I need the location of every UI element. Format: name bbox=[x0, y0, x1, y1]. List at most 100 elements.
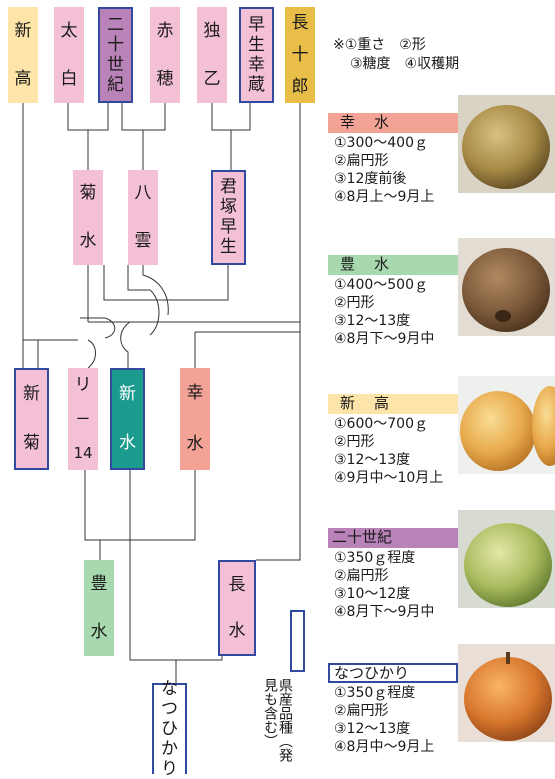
char: 乙 bbox=[203, 68, 221, 89]
char: 君 bbox=[220, 177, 237, 197]
char: 水 bbox=[186, 434, 204, 454]
char: 水 bbox=[79, 230, 97, 251]
pear-photo-icon bbox=[458, 644, 555, 742]
prop-harvest: ④8月下〜9月中 bbox=[334, 604, 435, 620]
char: 生 bbox=[220, 237, 237, 257]
prop-shape: ②円形 bbox=[334, 434, 375, 450]
char: 塚 bbox=[220, 197, 237, 217]
notes-line-2: ③糖度 ④収穫期 bbox=[350, 56, 460, 72]
char: 早 bbox=[248, 14, 265, 35]
prop-sugar: ③12度前後 bbox=[334, 171, 407, 187]
prop-shape: ②扁円形 bbox=[334, 703, 389, 719]
char: リ bbox=[74, 375, 92, 396]
char: 新 bbox=[23, 384, 40, 404]
char: 白 bbox=[60, 68, 78, 89]
prop-harvest: ④9月中〜10月上 bbox=[334, 470, 444, 486]
char: 十 bbox=[107, 34, 124, 55]
char: 高 bbox=[14, 68, 32, 89]
prop-weight: ①350ｇ程度 bbox=[334, 685, 416, 701]
node-natsuhikari: な つ ひ か り bbox=[152, 679, 187, 778]
node-doitsu: 独 乙 bbox=[197, 7, 227, 103]
char: 幸 bbox=[248, 54, 265, 75]
variety-name-shintaka: 新 高 bbox=[328, 394, 458, 414]
pear-photo-icon bbox=[458, 376, 555, 474]
node-kosui: 幸 水 bbox=[180, 368, 210, 470]
char: り bbox=[161, 759, 178, 779]
char: 水 bbox=[119, 433, 136, 453]
prop-shape: ②扁円形 bbox=[334, 568, 389, 584]
prop-shape: ②扁円形 bbox=[334, 153, 389, 169]
pear-photo-icon bbox=[458, 95, 555, 193]
char: 菊 bbox=[79, 183, 97, 204]
char: ひ bbox=[161, 719, 178, 739]
variety-name-natsuhikari: なつひかり bbox=[328, 663, 458, 683]
node-akaho: 赤 穂 bbox=[150, 7, 180, 103]
node-kikusui: 菊 水 bbox=[73, 170, 103, 265]
node-kimizuka-wase: 君 塚 早 生 bbox=[211, 170, 246, 265]
legend-text: 県産品種（発見も含む） bbox=[262, 678, 293, 762]
node-wase-kozo: 早 生 幸 蔵 bbox=[239, 7, 274, 103]
char: 郎 bbox=[291, 76, 309, 97]
char: 幸 bbox=[186, 383, 204, 403]
variety-name-kosui: 幸 水 bbox=[328, 113, 458, 133]
variety-name-nijisseiki: 二十世紀 bbox=[328, 528, 458, 548]
node-chojuro: 長 十 郎 bbox=[285, 7, 315, 103]
variety-name-hosui: 豊 水 bbox=[328, 255, 458, 275]
char: 穂 bbox=[156, 68, 174, 89]
node-hosui: 豊 水 bbox=[84, 560, 114, 656]
char: 二 bbox=[107, 14, 124, 35]
char: 八 bbox=[134, 183, 152, 204]
node-taihaku: 太 白 bbox=[54, 7, 84, 103]
variety-props-hosui: ①400〜500ｇ ②円形 ③12〜13度 ④8月下〜9月中 bbox=[334, 276, 434, 348]
variety-props-nijisseiki: ①350ｇ程度 ②扁円形 ③10〜12度 ④8月下〜9月中 bbox=[334, 549, 434, 621]
prop-shape: ②円形 bbox=[334, 295, 375, 311]
char: ー bbox=[76, 411, 90, 428]
prop-sugar: ③12〜13度 bbox=[334, 313, 411, 329]
char: 長 bbox=[291, 12, 309, 33]
char: 水 bbox=[228, 620, 246, 641]
node-shinkiku: 新 菊 bbox=[14, 368, 49, 470]
char: 蔵 bbox=[248, 74, 265, 95]
prop-weight: ①400〜500ｇ bbox=[334, 277, 428, 293]
legend-swatch bbox=[290, 610, 305, 672]
prop-harvest: ④8月中〜9月上 bbox=[334, 739, 435, 755]
node-ri-14: リ ー 14 bbox=[68, 368, 98, 470]
node-nijisseiki: 二 十 世 紀 bbox=[98, 7, 133, 103]
node-yakumo: 八 雲 bbox=[128, 170, 158, 265]
prop-harvest: ④8月下〜9月中 bbox=[334, 331, 435, 347]
prop-weight: ①600〜700ｇ bbox=[334, 416, 428, 432]
char: 菊 bbox=[23, 433, 40, 453]
prop-sugar: ③10〜12度 bbox=[334, 586, 411, 602]
char: 十 bbox=[291, 44, 309, 65]
char: 生 bbox=[248, 34, 265, 55]
char: 水 bbox=[90, 621, 108, 642]
prop-sugar: ③12〜13度 bbox=[334, 721, 411, 737]
char: 独 bbox=[203, 20, 221, 41]
char: 世 bbox=[107, 54, 124, 75]
char: 太 bbox=[60, 20, 78, 41]
pear-photo-icon bbox=[458, 238, 555, 336]
char: 早 bbox=[220, 217, 237, 237]
variety-props-shintaka: ①600〜700ｇ ②円形 ③12〜13度 ④9月中〜10月上 bbox=[334, 415, 443, 487]
char: つ bbox=[161, 699, 178, 719]
variety-props-kosui: ①300〜400ｇ ②扁円形 ③12度前後 ④8月上〜9月上 bbox=[334, 134, 434, 206]
char: 雲 bbox=[134, 230, 152, 251]
char: 長 bbox=[228, 574, 246, 595]
prop-sugar: ③12〜13度 bbox=[334, 452, 411, 468]
char: な bbox=[161, 679, 178, 699]
prop-harvest: ④8月上〜9月上 bbox=[334, 189, 435, 205]
char: 赤 bbox=[156, 20, 174, 41]
char: 新 bbox=[119, 384, 136, 404]
char: 14 bbox=[73, 443, 93, 462]
notes-line-1: ※①重さ ②形 bbox=[333, 37, 426, 53]
char: 新 bbox=[14, 20, 32, 41]
variety-props-natsuhikari: ①350ｇ程度 ②扁円形 ③12〜13度 ④8月中〜9月上 bbox=[334, 684, 434, 756]
char: か bbox=[161, 739, 178, 759]
prop-weight: ①300〜400ｇ bbox=[334, 135, 428, 151]
char: 紀 bbox=[107, 74, 124, 95]
char: 豊 bbox=[90, 573, 108, 594]
prop-weight: ①350ｇ程度 bbox=[334, 550, 416, 566]
node-shintaka: 新 高 bbox=[8, 7, 38, 103]
node-chosui: 長 水 bbox=[218, 560, 256, 656]
